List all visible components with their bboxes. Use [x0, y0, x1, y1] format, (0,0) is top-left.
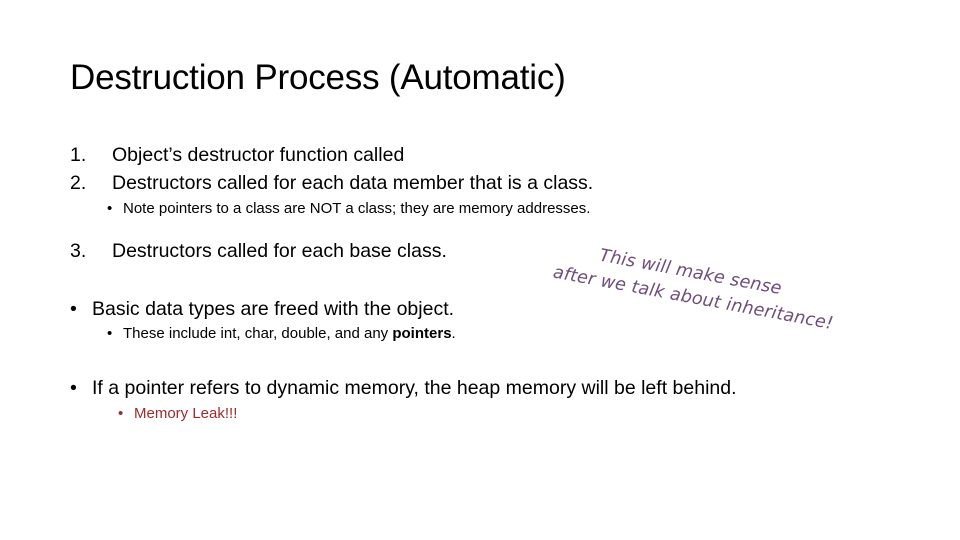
list-item-text: These include int, char, double, and any… — [123, 323, 900, 345]
list-item: • These include int, char, double, and a… — [70, 323, 900, 345]
text-segment-plain: These include int, char, double, and any — [123, 325, 393, 343]
list-item-text: Memory Leak!!! — [134, 404, 238, 422]
list-item-text: Object’s destructor function called — [112, 144, 405, 166]
page-title: Destruction Process (Automatic) — [70, 58, 566, 97]
list-item: • Basic data types are freed with the ob… — [70, 296, 900, 324]
spacer — [70, 219, 900, 237]
bullet-icon: • — [70, 376, 77, 399]
bullet-icon: • — [107, 199, 113, 217]
list-item: • Memory Leak!!! — [70, 403, 900, 425]
list-item: • Note pointers to a class are NOT a cla… — [70, 198, 900, 220]
slide-body: 1. Object’s destructor function called 2… — [70, 141, 900, 424]
list-item-text: Destructors called for each base class. — [112, 240, 447, 263]
text-segment-bold: pointers — [392, 325, 452, 343]
list-item: 3. Destructors called for each base clas… — [70, 237, 900, 265]
list-marker-1: 1. — [70, 144, 87, 166]
list-item: 2. Destructors called for each data memb… — [70, 169, 900, 197]
list-marker-2: 2. — [70, 172, 87, 195]
list-item: • If a pointer refers to dynamic memory,… — [70, 375, 900, 403]
list-item-text: Note pointers to a class are NOT a class… — [123, 199, 591, 217]
spacer — [70, 266, 900, 296]
bullet-icon: • — [107, 325, 113, 343]
list-item-text: Destructors called for each data member … — [112, 172, 594, 195]
list-item-text: Basic data types are freed with the obje… — [92, 297, 455, 320]
spacer — [70, 345, 900, 375]
list-marker-3: 3. — [70, 240, 87, 263]
text-segment-tail: . — [451, 325, 456, 343]
bullet-icon: • — [118, 404, 124, 422]
list-item-text: If a pointer refers to dynamic memory, t… — [92, 376, 737, 399]
list-item: 1. Object’s destructor function called — [70, 141, 900, 169]
bullet-icon: • — [70, 297, 77, 320]
